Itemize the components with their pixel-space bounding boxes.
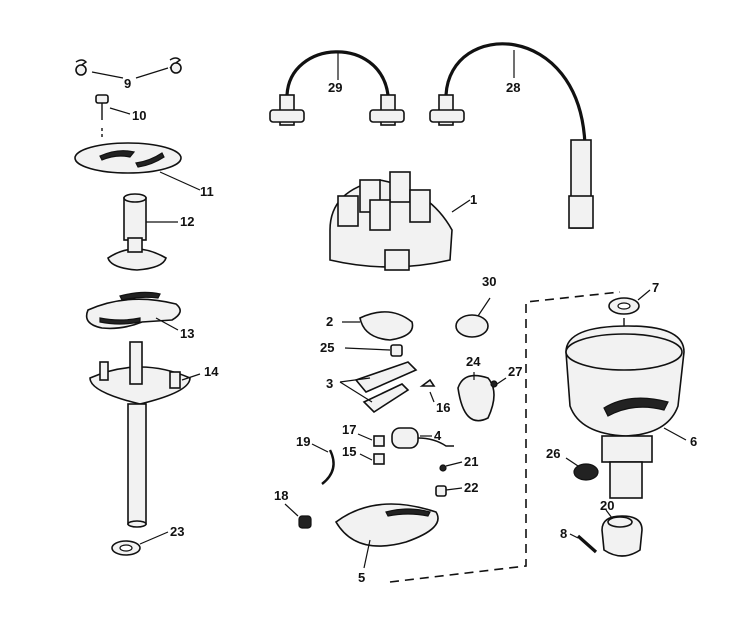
label-11: 11	[200, 184, 214, 199]
part-1-cap	[329, 171, 471, 271]
label-8: 8	[560, 526, 567, 541]
part-18-nut	[284, 503, 312, 529]
part-29-wire	[269, 50, 405, 126]
dashed-assembly-line	[389, 291, 621, 583]
label-28: 28	[506, 80, 520, 95]
part-23-washer	[111, 531, 169, 556]
label-14: 14	[204, 364, 219, 379]
label-18: 18	[274, 488, 288, 503]
label-19: 19	[296, 434, 310, 449]
label-6: 6	[690, 434, 697, 449]
part-15-screw	[359, 453, 385, 465]
part-shaft	[127, 341, 147, 528]
part-10-screw	[95, 94, 131, 140]
label-13: 13	[180, 326, 194, 341]
part-8-pin	[569, 533, 598, 554]
part-20-gear	[601, 509, 643, 557]
label-4: 4	[434, 428, 442, 443]
part-17-nut	[357, 433, 385, 447]
label-15: 15	[342, 444, 356, 459]
label-5: 5	[358, 570, 365, 585]
label-25: 25	[320, 340, 334, 355]
part-13-weights	[85, 291, 181, 331]
label-1: 1	[470, 192, 477, 207]
part-4-condenser	[391, 427, 454, 449]
label-2: 2	[326, 314, 333, 329]
label-21: 21	[464, 454, 478, 469]
part-30-bushing	[455, 297, 491, 338]
part-11-plate	[74, 142, 201, 191]
part-16-clip	[419, 378, 436, 403]
part-7-washer	[608, 289, 651, 340]
part-26-seal	[565, 457, 599, 481]
part-3-points	[339, 361, 418, 414]
label-30: 30	[482, 274, 496, 289]
part-22-nut	[435, 485, 463, 497]
part-6-housing	[565, 325, 687, 499]
label-20: 20	[600, 498, 614, 513]
label-16: 16	[436, 400, 450, 415]
part-12-cam	[107, 193, 178, 271]
part-21-screw	[439, 461, 463, 472]
label-24: 24	[466, 354, 481, 369]
label-23: 23	[170, 524, 184, 539]
part-19-wire	[311, 443, 335, 485]
label-10: 10	[132, 108, 146, 123]
part-27-screw	[490, 377, 507, 388]
label-29: 29	[328, 80, 342, 95]
label-27: 27	[508, 364, 522, 379]
label-26: 26	[546, 446, 560, 461]
label-12: 12	[180, 214, 194, 229]
label-22: 22	[464, 480, 478, 495]
part-24-clamp	[457, 372, 495, 422]
part-14-plate	[89, 361, 201, 405]
label-7: 7	[652, 280, 659, 295]
part-5-plate	[334, 503, 439, 569]
label-9: 9	[124, 76, 131, 91]
part-2-rotor	[342, 311, 414, 341]
part-25-felt	[344, 344, 403, 357]
part-28-wire	[429, 42, 594, 229]
part-9-springs	[75, 57, 182, 79]
label-3: 3	[326, 376, 333, 391]
label-17: 17	[342, 422, 356, 437]
